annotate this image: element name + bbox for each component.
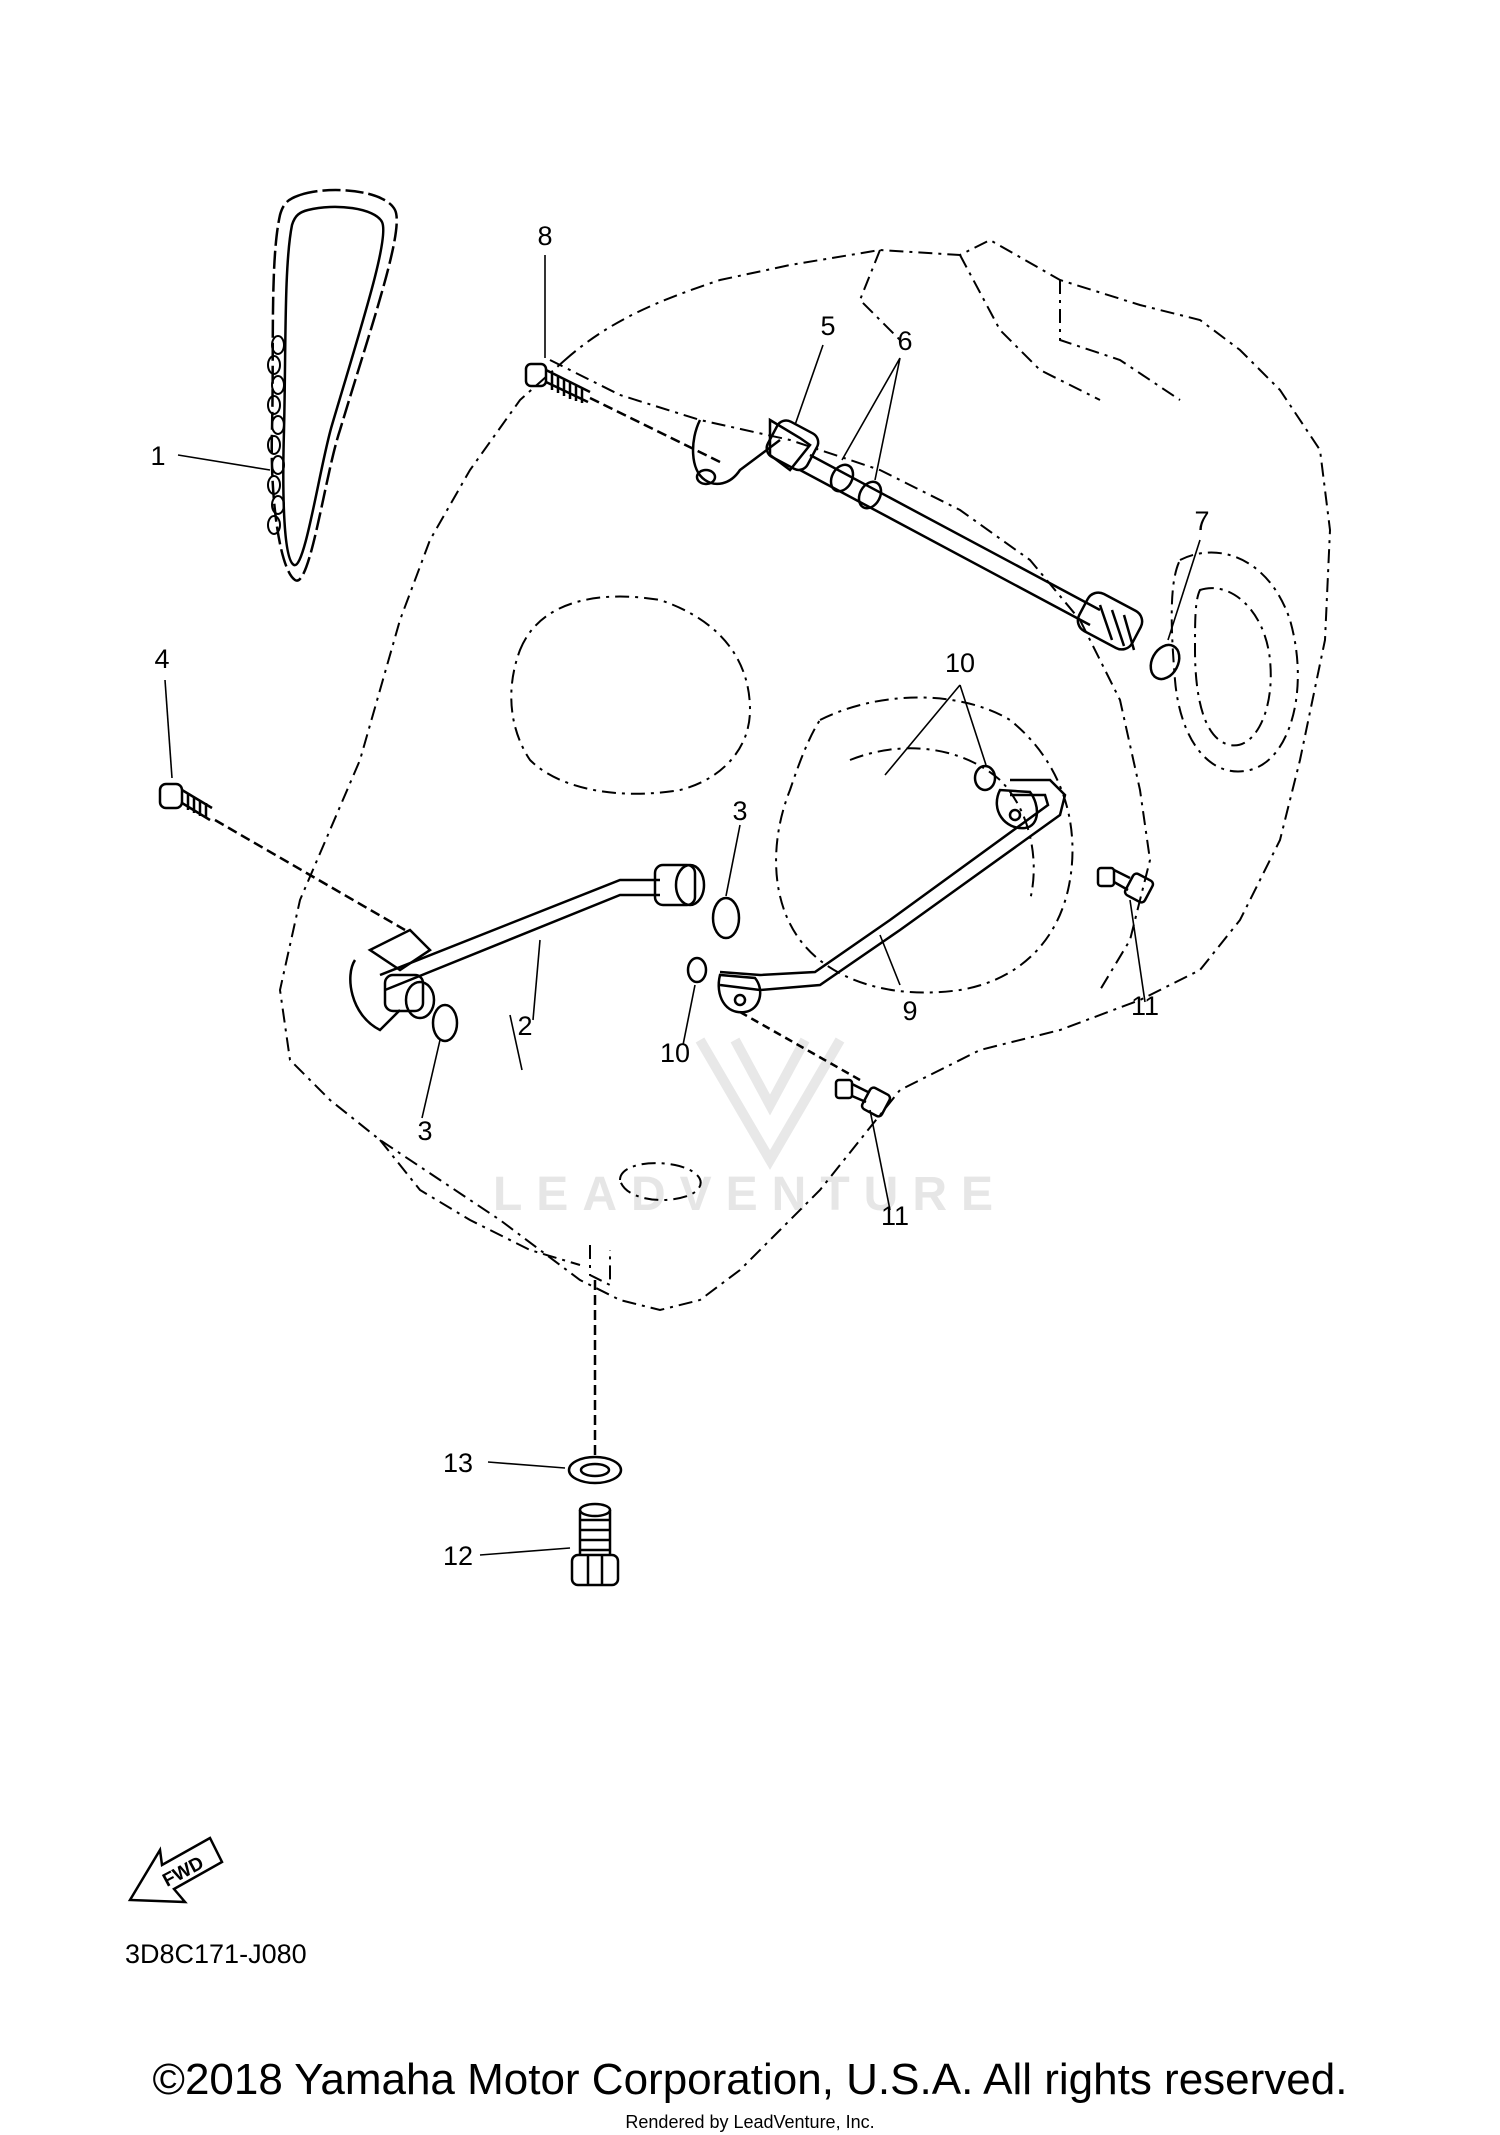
callout-9: 9 xyxy=(902,996,917,1026)
watermark-logo xyxy=(695,1037,845,1170)
cam-chain xyxy=(267,188,398,582)
callout-numbers: 1 2 3 3 4 5 6 7 8 9 10 10 11 11 12 13 xyxy=(150,221,1209,1571)
callout-11-right: 11 xyxy=(1131,991,1159,1021)
callout-7: 7 xyxy=(1194,506,1209,536)
callout-8: 8 xyxy=(537,221,552,251)
right-oil-pipe-assembly xyxy=(686,764,1155,1118)
callout-10-lower: 10 xyxy=(660,1038,690,1068)
callout-3-lower: 3 xyxy=(417,1116,432,1146)
callout-2: 2 xyxy=(517,1011,532,1041)
leader-lines xyxy=(164,255,1201,1556)
lower-oil-pipe-assembly xyxy=(158,782,741,1043)
fwd-arrow-icon: FWD xyxy=(127,1836,224,1904)
callout-6: 6 xyxy=(897,326,912,356)
callout-11-lower: 11 xyxy=(881,1201,909,1231)
callout-12: 12 xyxy=(443,1541,473,1571)
diagram-code: 3D8C171-J080 xyxy=(125,1939,307,1969)
callout-5: 5 xyxy=(820,311,835,341)
upper-oil-pipe-assembly xyxy=(524,362,1181,681)
rendered-by-credit: Rendered by LeadVenture, Inc. xyxy=(625,2112,875,2132)
drain-plug-assembly xyxy=(567,1280,623,1587)
crankcase-outline xyxy=(278,238,1332,1312)
copyright-notice: ©2018 Yamaha Motor Corporation, U.S.A. A… xyxy=(152,2055,1348,2104)
callout-1: 1 xyxy=(150,441,165,471)
callout-4: 4 xyxy=(154,644,169,674)
callout-10-upper: 10 xyxy=(945,648,975,678)
watermark-text: LEADVENTURE xyxy=(493,1168,1007,1221)
callout-13: 13 xyxy=(443,1448,473,1478)
fwd-label: FWD xyxy=(159,1853,207,1892)
callout-3-upper: 3 xyxy=(732,796,747,826)
